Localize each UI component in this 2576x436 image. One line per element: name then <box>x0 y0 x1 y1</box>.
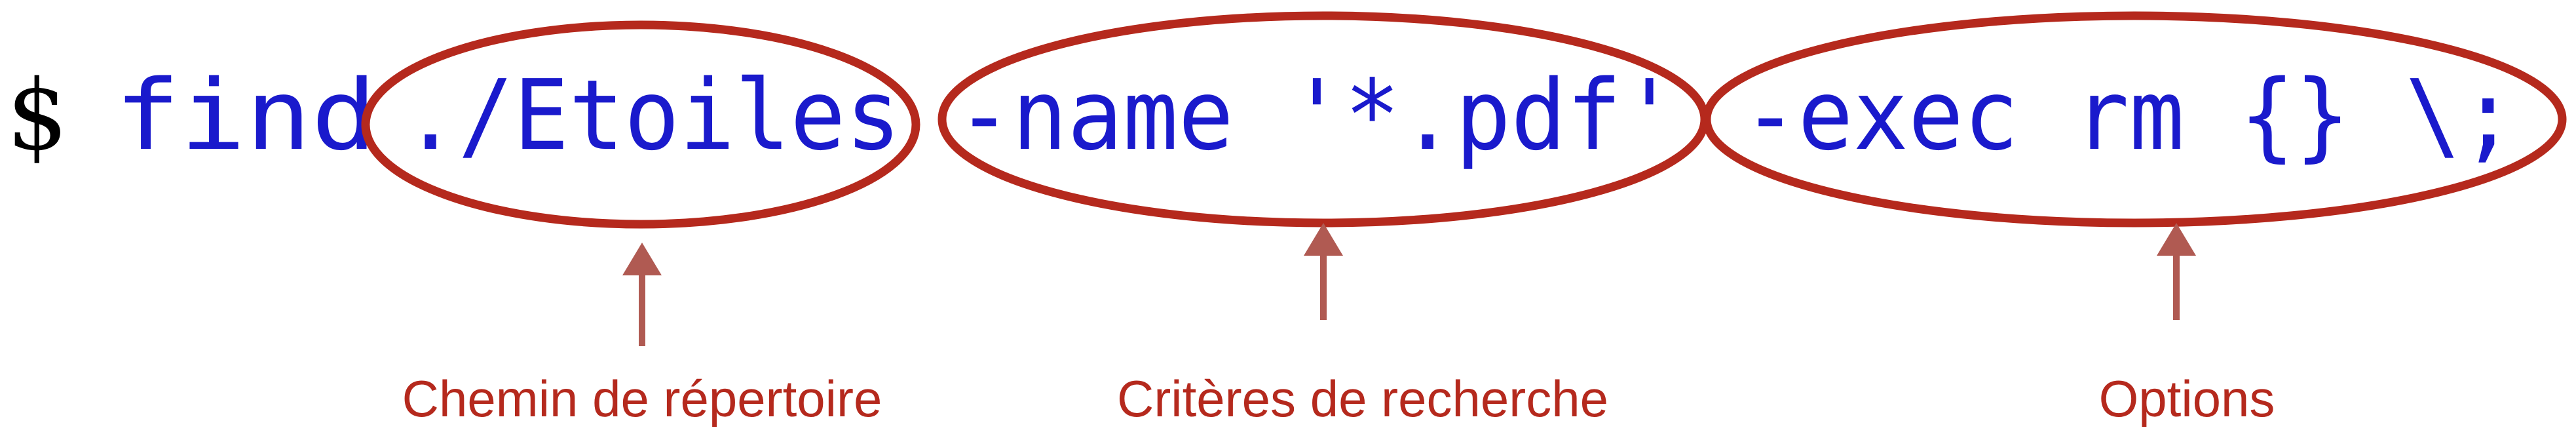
criteria-annotation-label: Critères de recherche <box>1117 370 1608 427</box>
criteria-arrow <box>1304 223 1343 320</box>
command-path: ./Etoiles <box>403 59 901 172</box>
options-annotation-label: Options <box>2099 370 2275 427</box>
options-arrow <box>2157 223 2196 320</box>
path-arrow <box>622 243 662 346</box>
path-annotation-label: Chemin de répertoire <box>402 370 882 427</box>
command-options: -exec rm {} \; <box>1743 59 2516 172</box>
command-criteria: -name '*.pdf' <box>957 59 1677 172</box>
options-highlight-ellipse <box>1702 11 2567 228</box>
command-program: find <box>115 59 377 172</box>
shell-prompt: $ <box>7 59 68 172</box>
path-highlight-ellipse <box>361 20 920 229</box>
